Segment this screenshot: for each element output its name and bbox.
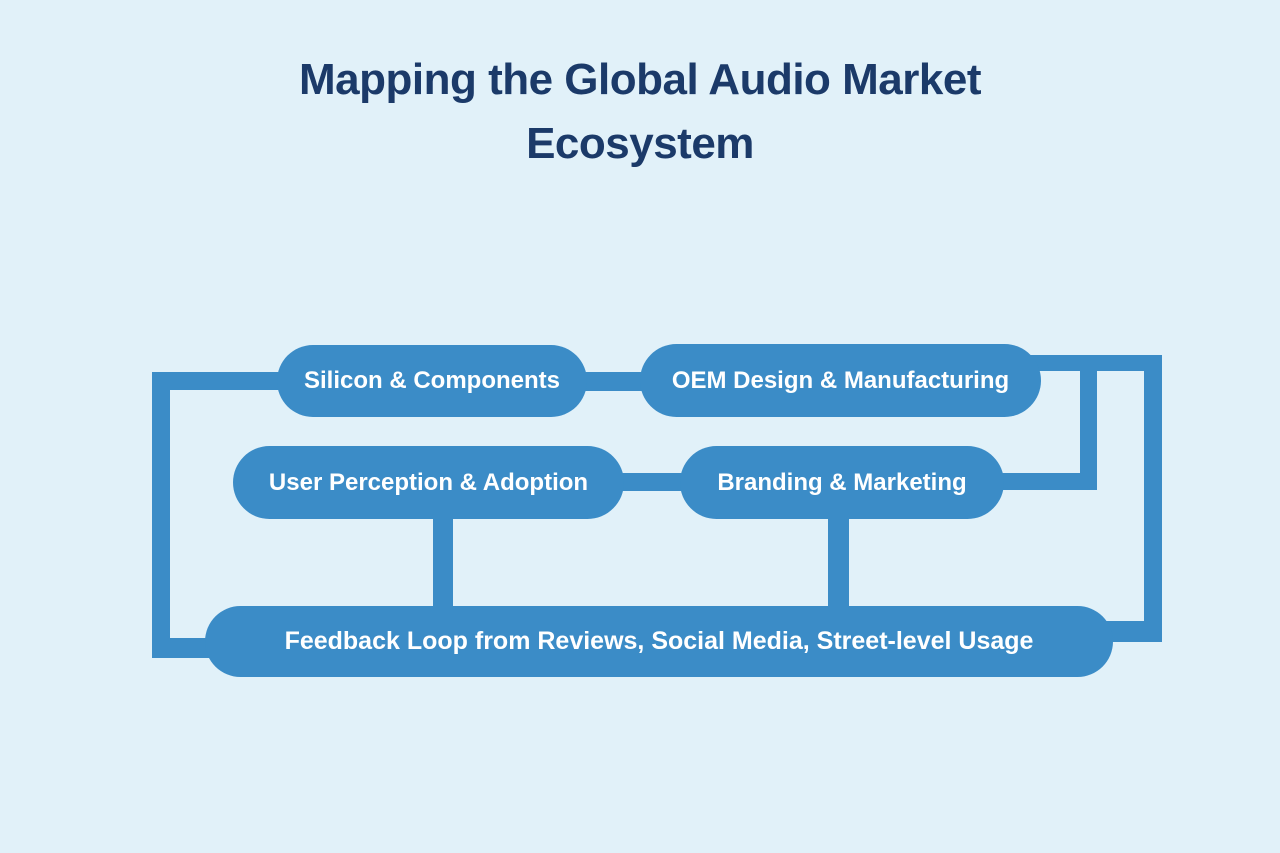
- node-user-perception-adoption: User Perception & Adoption: [233, 446, 624, 519]
- edge-user-to-branding: [619, 473, 685, 491]
- edge-silicon-to-oem: [580, 372, 648, 391]
- page-title: Mapping the Global Audio Market Ecosyste…: [0, 48, 1280, 176]
- page-title-line-2: Ecosystem: [526, 119, 754, 168]
- edge-user-to-feedback: [433, 515, 453, 610]
- edge-oem-to-feedback-horizontal: [1030, 355, 1162, 371]
- page-title-line-1: Mapping the Global Audio Market: [299, 55, 982, 104]
- edge-oem-to-feedback-vertical: [1144, 355, 1162, 642]
- edge-feedback-to-silicon-top-stub: [152, 372, 284, 390]
- node-silicon-components: Silicon & Components: [277, 345, 587, 417]
- edge-branding-to-feedback: [828, 515, 849, 610]
- node-feedback-loop: Feedback Loop from Reviews, Social Media…: [205, 606, 1113, 677]
- edge-oem-to-feedback-bottom-stub: [1098, 621, 1162, 642]
- node-oem-design-manufacturing: OEM Design & Manufacturing: [640, 344, 1041, 417]
- edge-oem-to-branding-horizontal: [996, 473, 1097, 490]
- edge-feedback-to-silicon-vertical: [152, 372, 170, 658]
- node-branding-marketing: Branding & Marketing: [680, 446, 1004, 519]
- edge-oem-to-branding-vertical: [1080, 368, 1097, 490]
